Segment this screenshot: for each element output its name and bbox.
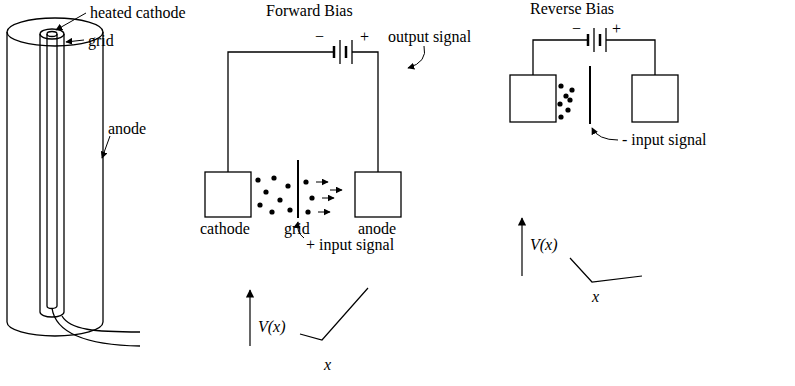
axis-label: x <box>592 288 599 306</box>
part-label: anode <box>108 120 146 138</box>
potential-plot-reverse <box>522 218 642 282</box>
electrons-reverse <box>557 83 574 119</box>
electrons <box>255 175 314 214</box>
part-label: anode <box>358 220 396 238</box>
potential-plot <box>250 288 368 346</box>
axis-label: x <box>324 356 331 374</box>
signal-name: - input signal <box>622 131 706 149</box>
part-label: grid <box>284 220 310 238</box>
axis-label: V(x) <box>258 318 286 336</box>
part-label: cathode <box>200 220 250 238</box>
polarity-sign: − <box>315 28 324 46</box>
axis-label: V(x) <box>530 236 558 254</box>
reverse-circuit <box>510 28 678 140</box>
electron-arrows <box>316 182 342 212</box>
signal-name: + input signal <box>306 236 394 254</box>
polarity-sign: + <box>612 20 621 38</box>
polarity-sign: + <box>360 28 369 46</box>
panel-title: Reverse Bias <box>530 0 614 18</box>
polarity-sign: − <box>572 20 581 38</box>
tube-cylinder <box>7 18 140 346</box>
forward-circuit <box>205 40 425 238</box>
part-label: heated cathode <box>90 4 186 22</box>
part-label: grid <box>88 32 114 50</box>
panel-title: Forward Bias <box>266 2 353 20</box>
signal-name: output signal <box>388 28 471 46</box>
